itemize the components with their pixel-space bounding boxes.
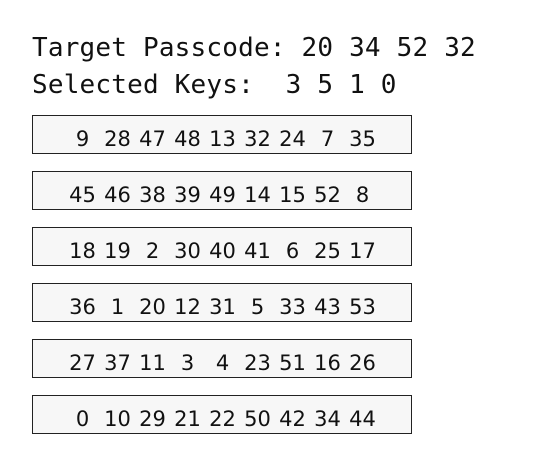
key-button[interactable]: 41 (244, 239, 271, 263)
key-button[interactable]: 8 (355, 183, 370, 207)
key-button[interactable]: 53 (349, 295, 376, 319)
key-button[interactable]: 11 (139, 351, 166, 375)
key-button[interactable]: 46 (104, 183, 131, 207)
key-button[interactable]: 7 (320, 127, 335, 151)
keypad-row-6: 0 10 29 21 22 50 42 34 44 (32, 395, 412, 434)
key-button[interactable]: 49 (209, 183, 236, 207)
key-button[interactable]: 6 (285, 239, 300, 263)
key-button[interactable]: 19 (104, 239, 131, 263)
key-button[interactable]: 1 (110, 295, 125, 319)
key-button[interactable]: 2 (145, 239, 160, 263)
key-button[interactable]: 33 (279, 295, 306, 319)
key-button[interactable]: 42 (279, 407, 306, 431)
key-button[interactable]: 30 (174, 239, 201, 263)
selected-keys-value: 3 5 1 0 (285, 70, 397, 100)
key-button[interactable]: 28 (104, 127, 131, 151)
key-button[interactable]: 39 (174, 183, 201, 207)
key-button[interactable]: 10 (104, 407, 131, 431)
key-button[interactable]: 45 (69, 183, 96, 207)
target-passcode-label: Target Passcode: (32, 33, 286, 63)
target-passcode-line: Target Passcode: 20 34 52 32 (32, 33, 476, 63)
key-button[interactable]: 23 (244, 351, 271, 375)
key-button[interactable]: 48 (174, 127, 201, 151)
key-button[interactable]: 14 (244, 183, 271, 207)
key-button[interactable]: 16 (314, 351, 341, 375)
selected-keys-line: Selected Keys: 3 5 1 0 (32, 70, 397, 100)
key-button[interactable]: 5 (250, 295, 265, 319)
key-button[interactable]: 21 (174, 407, 201, 431)
key-button[interactable]: 29 (139, 407, 166, 431)
key-button[interactable]: 38 (139, 183, 166, 207)
key-button[interactable]: 9 (75, 127, 90, 151)
keypad-row-1: 9 28 47 48 13 32 24 7 35 (32, 115, 412, 154)
key-button[interactable]: 26 (349, 351, 376, 375)
key-button[interactable]: 44 (349, 407, 376, 431)
key-button[interactable]: 17 (349, 239, 376, 263)
key-button[interactable]: 15 (279, 183, 306, 207)
key-button[interactable]: 32 (244, 127, 271, 151)
key-button[interactable]: 34 (314, 407, 341, 431)
key-button[interactable]: 31 (209, 295, 236, 319)
keypad-row-3: 18 19 2 30 40 41 6 25 17 (32, 227, 412, 266)
keypad-row-2: 45 46 38 39 49 14 15 52 8 (32, 171, 412, 210)
key-button[interactable]: 3 (180, 351, 195, 375)
key-button[interactable]: 27 (69, 351, 96, 375)
key-button[interactable]: 12 (174, 295, 201, 319)
key-button[interactable]: 37 (104, 351, 131, 375)
key-button[interactable]: 0 (75, 407, 90, 431)
key-button[interactable]: 4 (215, 351, 230, 375)
key-button[interactable]: 25 (314, 239, 341, 263)
keypad-row-4: 36 1 20 12 31 5 33 43 53 (32, 283, 412, 322)
key-button[interactable]: 40 (209, 239, 236, 263)
key-button[interactable]: 35 (349, 127, 376, 151)
key-button[interactable]: 13 (209, 127, 236, 151)
key-button[interactable]: 36 (69, 295, 96, 319)
target-passcode-value: 20 34 52 32 (301, 33, 476, 63)
key-button[interactable]: 50 (244, 407, 271, 431)
key-button[interactable]: 51 (279, 351, 306, 375)
key-button[interactable]: 20 (139, 295, 166, 319)
key-button[interactable]: 24 (279, 127, 306, 151)
key-button[interactable]: 43 (314, 295, 341, 319)
key-button[interactable]: 47 (139, 127, 166, 151)
key-button[interactable]: 22 (209, 407, 236, 431)
key-button[interactable]: 52 (314, 183, 341, 207)
key-button[interactable]: 18 (69, 239, 96, 263)
selected-keys-label: Selected Keys: (32, 70, 254, 100)
